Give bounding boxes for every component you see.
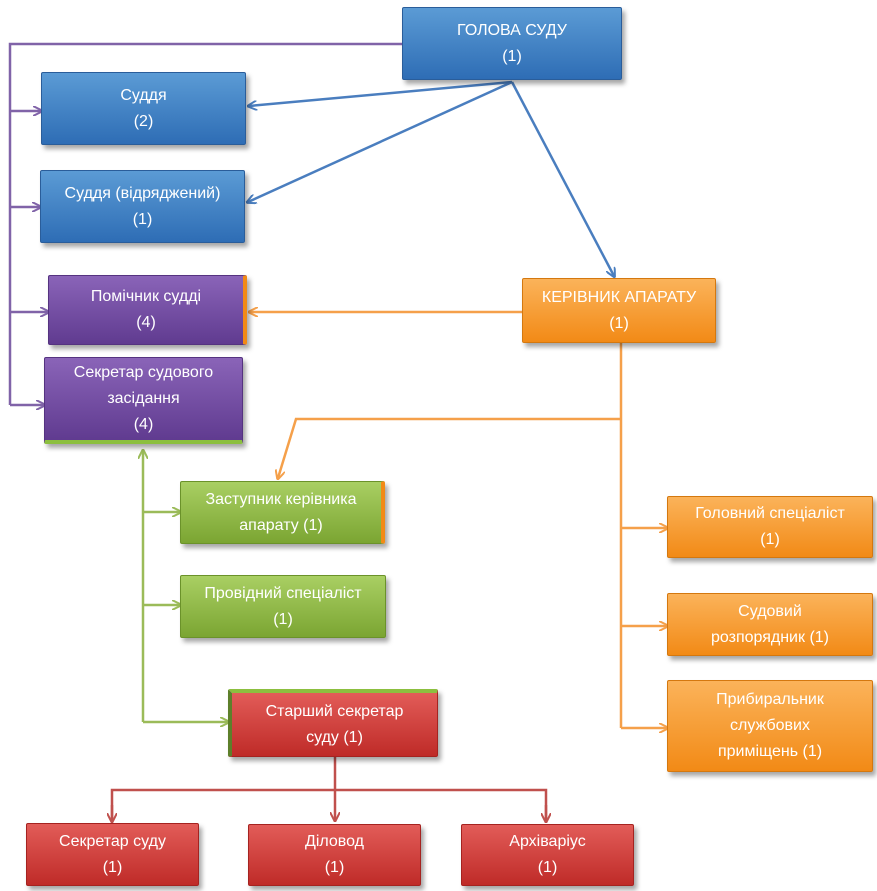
node-head-line-1: ГОЛОВА СУДУ (457, 21, 567, 39)
node-judge-line-1: Суддя (120, 86, 167, 104)
node-judge-seconded-line-2: (1) (132, 210, 153, 228)
node-judge: Суддя (2) (41, 72, 246, 145)
node-office-clerk-line-1: Діловод (304, 833, 364, 850)
node-lead-spec-line-2: (1) (273, 610, 293, 628)
blue-connectors (248, 80, 614, 276)
node-leading-specialist: Провідний спеціаліст (1) (180, 575, 386, 638)
node-cleaner-line-3: приміщень (1) (717, 743, 823, 760)
node-office-clerk-line-2: (1) (324, 859, 345, 876)
node-chief-specialist: Головний спеціаліст (1) (667, 496, 873, 558)
node-court-sec-line-1: Секретар суду (59, 832, 166, 850)
node-cleaner-line-2: службових (730, 717, 810, 734)
node-judge-seconded: Суддя (відряджений) (1) (40, 170, 245, 243)
node-senior-secretary: Старший секретар суду (1) (228, 689, 438, 757)
node-head: ГОЛОВА СУДУ (1) (402, 7, 622, 80)
node-chief-line-1: КЕРІВНИК АПАРАТУ (541, 288, 697, 306)
node-chief-line-2: (1) (609, 314, 629, 332)
node-archivist: Архіваріус (1) (461, 824, 634, 886)
node-judge-line-2: (2) (133, 112, 154, 130)
node-main-spec-line-1: Головний спеціаліст (695, 505, 845, 522)
node-court-sec-line-2: (1) (102, 858, 123, 876)
node-deputy-line-2: апарату (1) (239, 516, 323, 534)
node-archivist-line-2: (1) (537, 859, 558, 876)
node-senior-sec-line-1: Старший секретар (265, 702, 404, 720)
node-usher-line-2: розпорядник (1) (710, 628, 829, 646)
node-head-line-2: (1) (502, 47, 522, 65)
node-cleaner: Прибиральник службових приміщень (1) (667, 680, 873, 772)
node-office-clerk: Діловод (1) (248, 824, 421, 886)
node-clerk-line-1: Секретар судового (73, 364, 214, 381)
node-cleaner-line-1: Прибиральник (716, 691, 824, 708)
node-hearing-clerk: Секретар судового засідання (4) (44, 357, 243, 444)
node-main-spec-line-2: (1) (760, 531, 780, 548)
node-court-secretary: Секретар суду (1) (26, 823, 199, 886)
red-connectors (112, 757, 546, 821)
node-archivist-line-1: Архіваріус (509, 833, 586, 850)
node-chief-of-staff: КЕРІВНИК АПАРАТУ (1) (522, 278, 716, 343)
node-assistant-line-2: (4) (136, 314, 156, 331)
node-clerk-line-3: (4) (133, 416, 154, 433)
node-assistant-line-1: Помічник судді (90, 288, 202, 305)
node-judge-assistant: Помічник судді (4) (48, 275, 247, 345)
node-deputy-chief: Заступник керівника апарату (1) (180, 481, 385, 544)
node-senior-sec-line-2: суду (1) (306, 728, 363, 746)
node-judge-seconded-line-1: Суддя (відряджений) (64, 184, 221, 202)
node-lead-spec-line-1: Провідний спеціаліст (204, 584, 362, 602)
node-court-usher: Судовий розпорядник (1) (667, 593, 873, 656)
node-deputy-line-1: Заступник керівника (205, 490, 357, 508)
node-usher-line-1: Судовий (738, 602, 802, 620)
node-clerk-line-2: засідання (107, 390, 180, 407)
